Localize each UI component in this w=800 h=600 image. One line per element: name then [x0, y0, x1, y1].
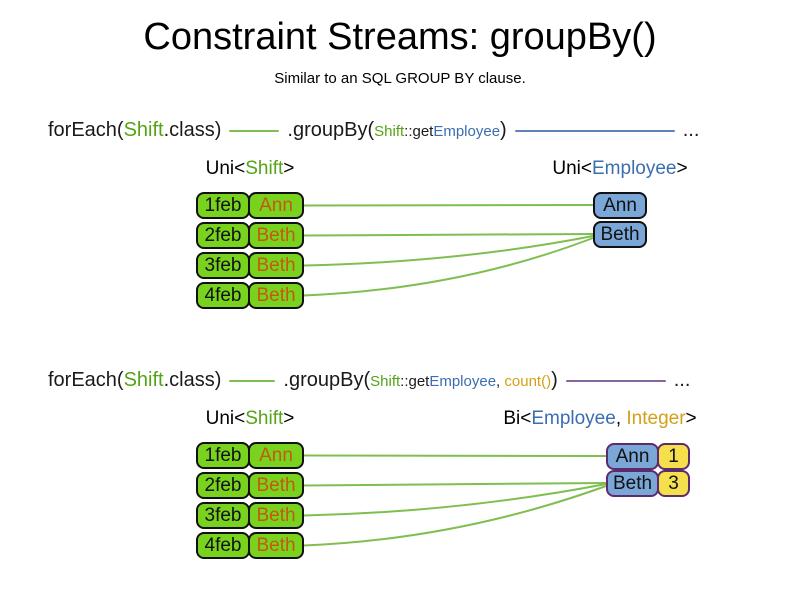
arg-separator: , — [496, 373, 505, 390]
shift-date-cell: 3feb — [196, 252, 250, 279]
shift-employee-cell: Beth — [248, 222, 304, 249]
foreach-close: .class) — [163, 119, 222, 141]
line-row3-to-beth — [303, 235, 594, 267]
shift-employee-cell: Ann — [248, 192, 304, 219]
uni-shift-label: Uni<Shift> — [150, 408, 350, 430]
line-row1-to-ann — [303, 454, 607, 457]
label-post: > — [283, 158, 295, 179]
shift-date-cell: 1feb — [196, 442, 250, 469]
uni-shift-label: Uni<Shift> — [150, 158, 350, 180]
label-post: > — [676, 158, 688, 179]
shift-employee-cell: Beth — [248, 282, 304, 309]
code-line-1: forEach(Shift.class) .groupBy(Shift::get… — [48, 119, 699, 142]
foreach-fn: forEach( — [48, 369, 124, 391]
stream-connector-green — [229, 379, 276, 382]
label-pre: Uni< — [205, 158, 246, 179]
shift-date-cell: 3feb — [196, 502, 250, 529]
diagram2-group-lines — [303, 454, 607, 547]
shift-employee-cell: Beth — [248, 532, 304, 559]
line-row3-to-beth — [303, 483, 607, 517]
methodref-type: Employee — [429, 373, 497, 390]
foreach-arg-shift: Shift — [123, 119, 164, 141]
groupby-call: .groupBy(Shift::getEmployee) — [287, 119, 506, 142]
stream-connector-purple — [565, 379, 666, 382]
groupby-fn: .groupBy( — [283, 369, 371, 391]
foreach-call: forEach(Shift.class) — [48, 369, 221, 392]
label-type-employee: Employee — [592, 158, 677, 179]
label-post: > — [685, 408, 697, 429]
shift-employee-cell: Beth — [248, 252, 304, 279]
label-comma: , — [615, 408, 627, 429]
methodref-class: Shift — [370, 373, 401, 390]
label-type-integer: Integer — [626, 408, 686, 429]
line-row1-to-ann — [303, 204, 594, 207]
label-pre: Bi< — [503, 408, 532, 429]
groupby-call: .groupBy(Shift::getEmployee, count()) — [283, 369, 557, 392]
employee-group-box: Beth — [593, 221, 647, 248]
methodref-class: Shift — [374, 123, 405, 140]
groupby-close: ) — [500, 119, 507, 141]
uni-employee-label: Uni<Employee> — [500, 158, 740, 180]
line-row2-to-beth — [303, 233, 594, 237]
groupby-close: ) — [551, 369, 558, 391]
label-pre: Uni< — [205, 408, 246, 429]
label-post: > — [283, 408, 295, 429]
employee-group-box: Ann — [606, 443, 659, 470]
label-type-shift: Shift — [245, 158, 284, 179]
shift-date-cell: 4feb — [196, 532, 250, 559]
employee-group-box: Beth — [606, 470, 659, 497]
bi-employee-integer-label: Bi<Employee, Integer> — [460, 408, 740, 430]
count-collector: count() — [504, 373, 552, 390]
line-row4-to-beth — [303, 237, 594, 297]
methodref-accessor: ::get — [400, 373, 430, 390]
shift-date-cell: 2feb — [196, 472, 250, 499]
shift-employee-cell: Beth — [248, 502, 304, 529]
employee-group-box: Ann — [593, 192, 647, 219]
stream-connector-blue — [514, 129, 675, 132]
count-box: 1 — [657, 443, 690, 470]
shift-employee-cell: Ann — [248, 442, 304, 469]
label-pre: Uni< — [552, 158, 592, 179]
shift-date-cell: 2feb — [196, 222, 250, 249]
line-row4-to-beth — [303, 485, 607, 547]
foreach-call: forEach(Shift.class) — [48, 119, 221, 142]
methodref-accessor: ::get — [404, 123, 434, 140]
label-type-employee: Employee — [531, 408, 616, 429]
diagram1-group-lines — [303, 204, 594, 297]
ellipsis: ... — [673, 369, 691, 391]
stream-connector-green — [229, 129, 280, 132]
methodref-type: Employee — [433, 123, 501, 140]
count-box: 3 — [657, 470, 690, 497]
shift-date-cell: 1feb — [196, 192, 250, 219]
code-line-2: forEach(Shift.class) .groupBy(Shift::get… — [48, 369, 690, 392]
groupby-fn: .groupBy( — [287, 119, 375, 141]
foreach-fn: forEach( — [48, 119, 124, 141]
page-title: Constraint Streams: groupBy() — [143, 16, 657, 58]
foreach-close: .class) — [163, 369, 222, 391]
page-subtitle: Similar to an SQL GROUP BY clause. — [274, 70, 526, 87]
label-type-shift: Shift — [245, 408, 284, 429]
ellipsis: ... — [682, 119, 700, 141]
line-row2-to-beth — [303, 482, 607, 487]
shift-date-cell: 4feb — [196, 282, 250, 309]
foreach-arg-shift: Shift — [123, 369, 164, 391]
shift-employee-cell: Beth — [248, 472, 304, 499]
